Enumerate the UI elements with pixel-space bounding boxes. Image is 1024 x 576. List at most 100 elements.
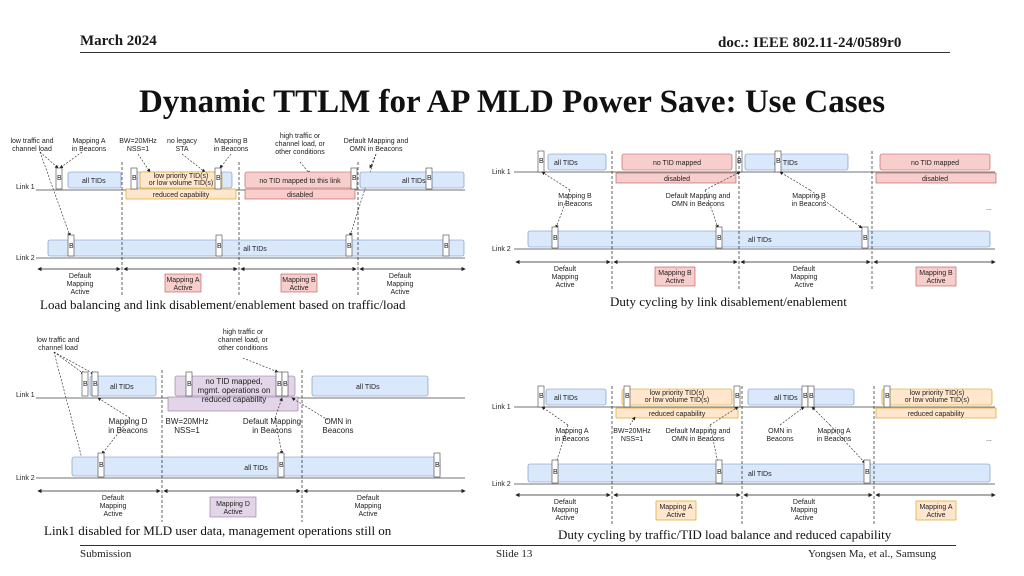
diagram-duty-link-disable: Link 1 all TIDs no TID mapped disabled a… [492,150,997,290]
d2-ellipsis: ... [986,205,992,212]
svg-text:B: B [539,393,544,400]
svg-text:B: B [717,235,722,242]
svg-text:all TIDs: all TIDs [554,395,578,402]
svg-text:B: B [717,469,722,476]
svg-text:B: B [865,469,870,476]
svg-text:all TIDs: all TIDs [774,395,798,402]
svg-text:B: B [809,393,814,400]
svg-text:B: B [57,175,62,182]
svg-text:B: B [132,175,137,182]
d2-notid-2: no TID mapped [911,160,959,167]
d1-box-notid: no TID mapped to this link [259,178,341,185]
svg-text:B: B [347,243,352,250]
d1-l1-alltids-a: all TIDs [82,178,106,185]
svg-text:B: B [444,243,449,250]
svg-text:B: B [283,381,288,388]
svg-text:all TIDs: all TIDs [748,471,772,478]
svg-text:B: B [435,462,440,469]
svg-text:B: B [553,469,558,476]
d4-link1-label: Link 1 [492,404,511,411]
svg-text:all TIDs: all TIDs [356,384,380,391]
svg-text:B: B [737,158,742,165]
svg-text:all TIDs: all TIDs [244,465,268,472]
svg-text:B: B [352,175,357,182]
d2-notid-1: no TID mapped [653,160,701,167]
header-rule [80,52,950,53]
d2-link2-label: Link 2 [492,246,511,253]
svg-text:B: B [625,393,630,400]
footer-slide-number: Slide 13 [496,548,533,560]
footer-submission: Submission [80,548,132,560]
d1-box-lowpri: low priority TID(s)or low volume TID(s) [149,173,213,187]
svg-text:B: B [93,381,98,388]
svg-text:B: B [803,393,808,400]
svg-text:B: B [735,393,740,400]
svg-text:B: B [277,381,282,388]
svg-text:B: B [279,462,284,469]
svg-text:all TIDs: all TIDs [748,237,772,244]
svg-text:B: B [69,243,74,250]
svg-text:B: B [216,175,221,182]
footer-rule [80,545,956,546]
d2-disabled-2: disabled [922,176,948,183]
svg-text:B: B [553,235,558,242]
diagram-duty-tid: Link 1 all TIDs low priority TID(s)or lo… [492,385,997,525]
svg-text:B: B [885,393,890,400]
footer-authors: Yongsen Ma, et al., Samsung [808,548,937,560]
svg-text:B: B [539,158,544,165]
caption-duty-tid: Duty cycling by traffic/TID load balance… [558,527,892,542]
d4-reduced-1: reduced capability [649,411,706,418]
header-doc: doc.: IEEE 802.11-24/0589r0 [718,35,902,51]
d1-l2-alltids: all TIDs [243,246,267,253]
svg-text:B: B [83,381,88,388]
svg-text:B: B [99,462,104,469]
d3-link1-label: Link 1 [16,392,35,399]
svg-text:all TIDs: all TIDs [774,160,798,167]
d1-link1-label: Link 1 [16,184,35,191]
d3-link2-label: Link 2 [16,475,35,482]
d1-l1-alltids-b: all TIDs [402,178,426,185]
svg-text:B: B [776,158,781,165]
d4-lowpri-2: low priority TID(s)or low volume TID(s) [905,390,969,404]
d2-disabled-1: disabled [664,176,690,183]
d4-link2-label: Link 2 [492,481,511,488]
svg-text:B: B [863,235,868,242]
d4-reduced-2: reduced capability [908,411,965,418]
header-date: March 2024 [80,33,157,49]
d1-box-disabled: disabled [287,192,313,199]
